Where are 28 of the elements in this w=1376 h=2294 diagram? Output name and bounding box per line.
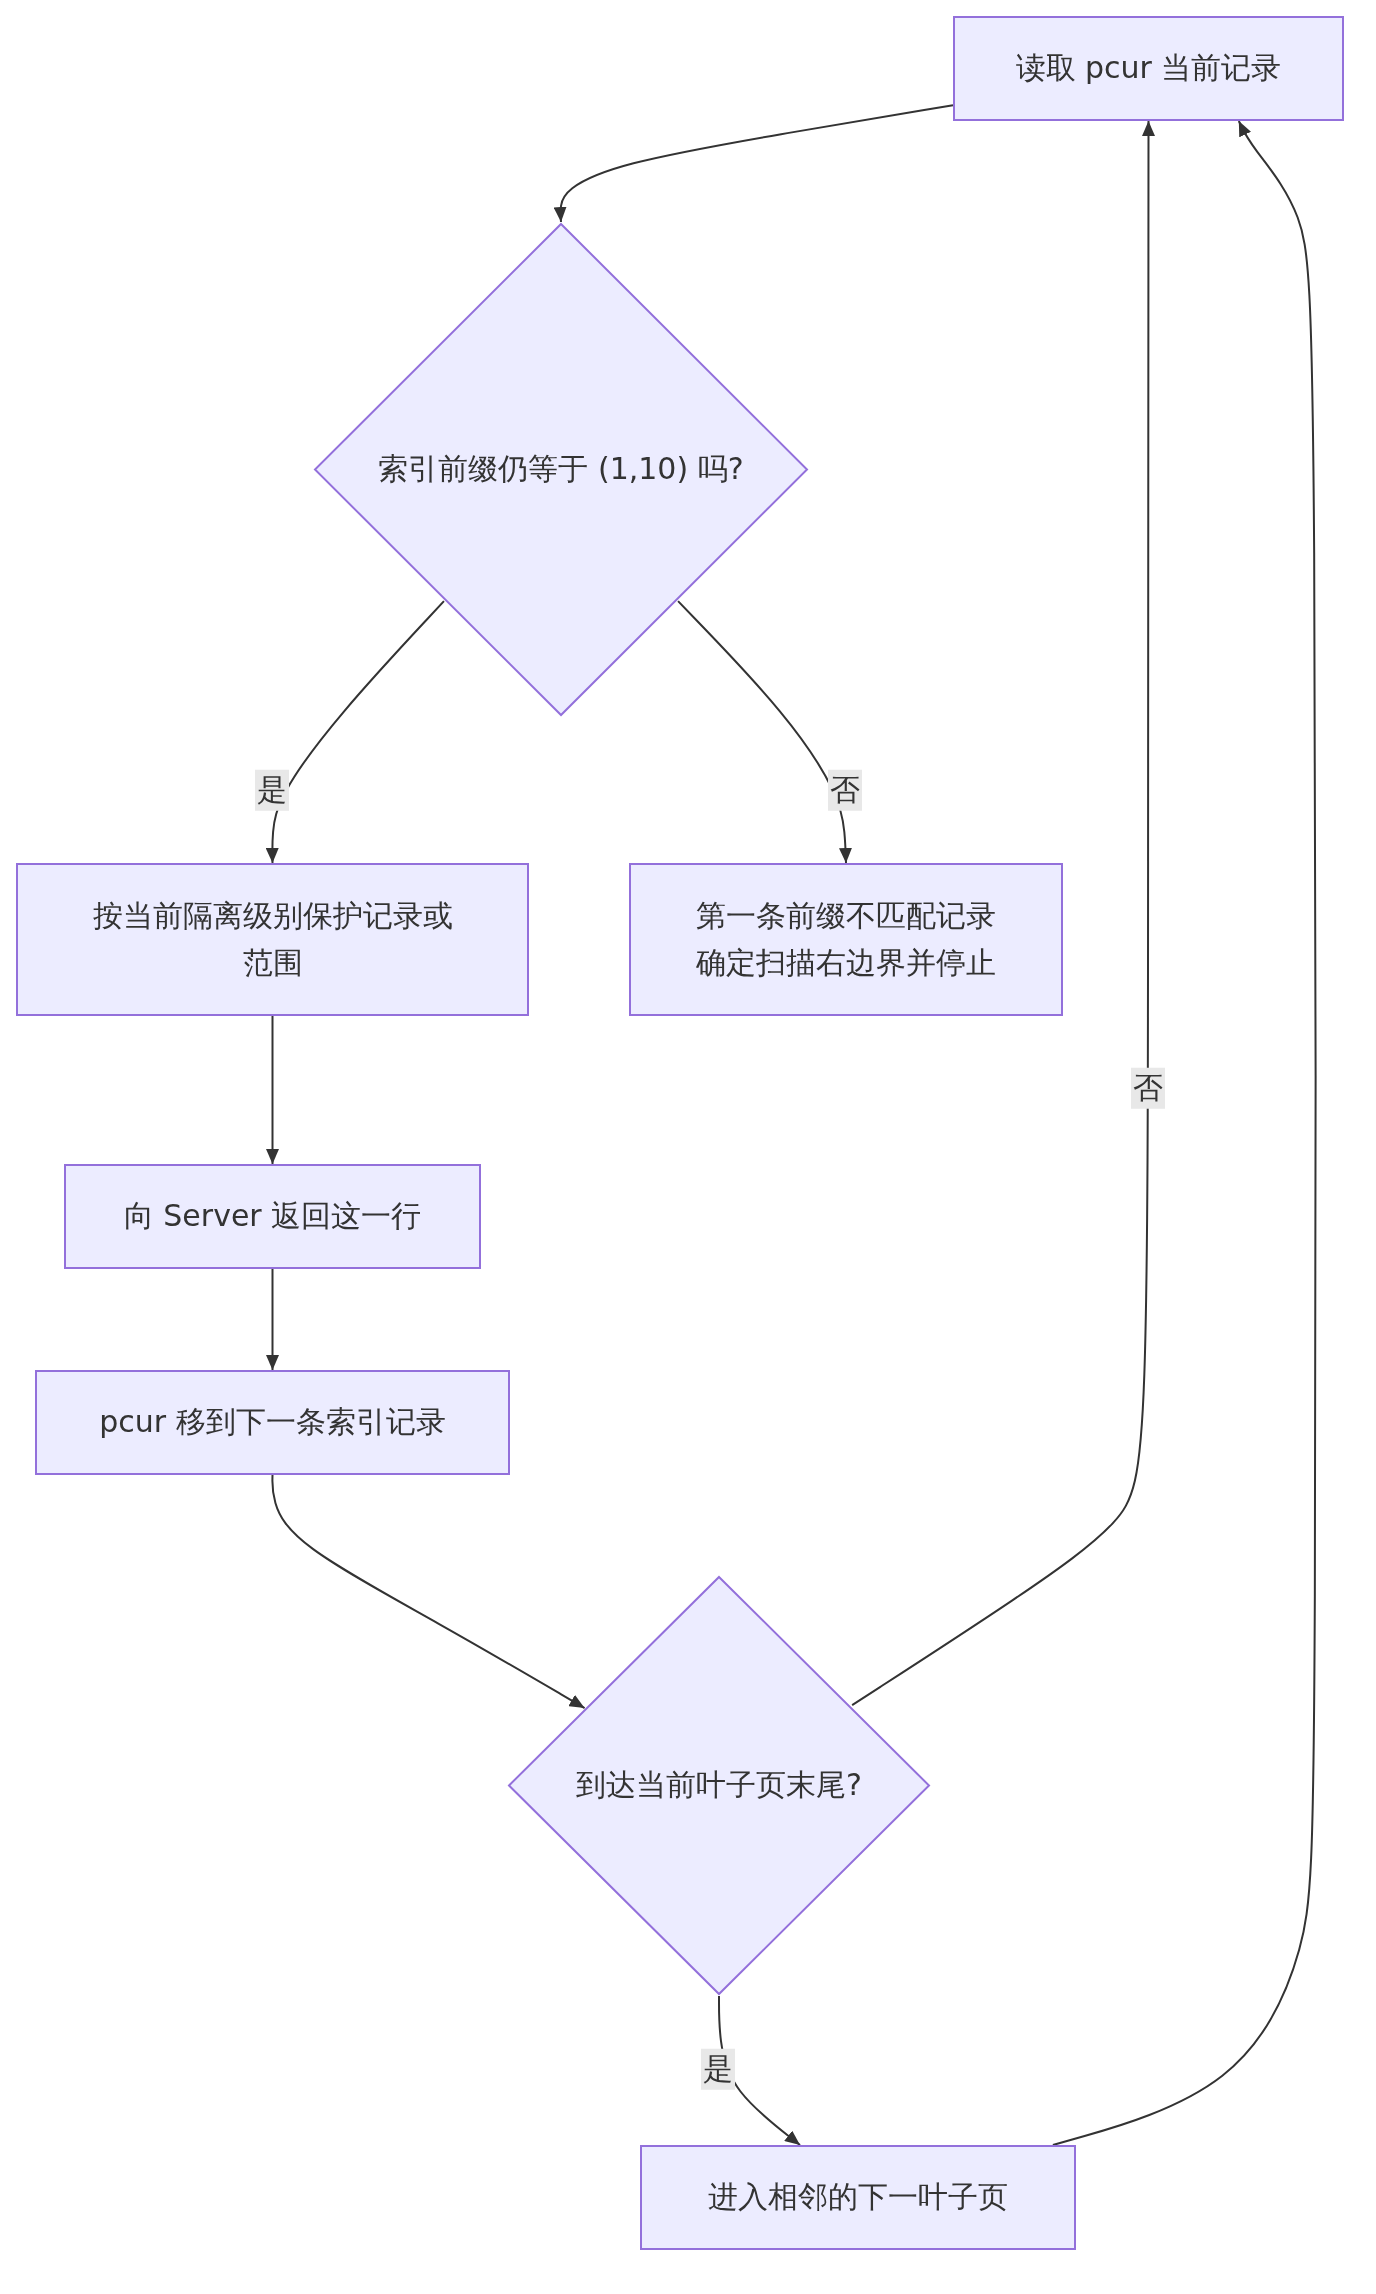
process-box [35, 1370, 510, 1475]
arrow [265, 600, 445, 864]
arrow [1051, 120, 1317, 2146]
arrow [677, 600, 852, 864]
process-box [629, 863, 1063, 1016]
node-label: 索引前缀仍等于 (1,10) 吗? [378, 450, 744, 489]
process-box [640, 2145, 1076, 2250]
node-label: 进入相邻的下一叶子页 [708, 2178, 1008, 2217]
node-label: 第一条前缀不匹配记录确定扫描右边界并停止 [695, 897, 997, 982]
arrow [271, 1474, 586, 1710]
process-box [953, 16, 1344, 121]
decision-diamond [507, 1575, 931, 1996]
process-box [16, 863, 529, 1016]
arrow [553, 104, 954, 223]
node-label: 向 Server 返回这一行 [123, 1197, 422, 1236]
edge-label: 否 [1131, 1067, 1165, 1109]
node-label: 到达当前叶子页末尾? [576, 1766, 862, 1805]
process-box [64, 1164, 481, 1269]
arrow [266, 1015, 279, 1165]
arrow [851, 120, 1155, 1707]
edge-label: 否 [828, 769, 862, 811]
decision-diamond [313, 222, 809, 717]
node-label: 按当前隔离级别保护记录或范围 [91, 897, 454, 982]
edge-label: 是 [255, 769, 289, 811]
edge-label: 是 [701, 2048, 735, 2090]
node-label: 读取 pcur 当前记录 [1015, 49, 1282, 88]
arrow [266, 1268, 279, 1371]
node-label: pcur 移到下一条索引记录 [99, 1403, 446, 1442]
